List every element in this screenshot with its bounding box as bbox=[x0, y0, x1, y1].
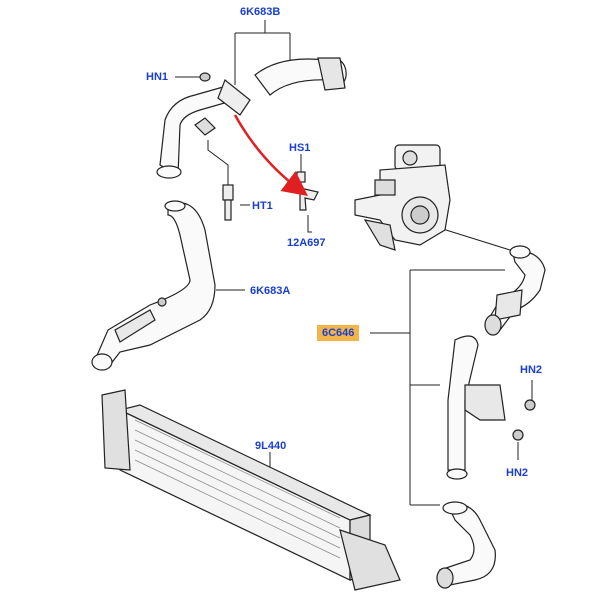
red-curved-arrow bbox=[233, 114, 308, 197]
label-ht1: HT1 bbox=[252, 200, 273, 212]
hose-lower-right bbox=[436, 501, 496, 589]
label-9l440: 9L440 bbox=[255, 440, 287, 452]
label-hn2-lower: HN2 bbox=[506, 467, 529, 479]
turbocharger bbox=[354, 144, 451, 251]
label-hn1: HN1 bbox=[146, 71, 169, 83]
hose-6k683b bbox=[156, 57, 347, 179]
pipe-6c646 bbox=[446, 335, 536, 480]
hose-turbo-outlet bbox=[484, 245, 546, 336]
label-6k683a: 6K683A bbox=[250, 285, 291, 297]
hose-6k683a bbox=[91, 200, 216, 371]
label-6c646: 6C646 bbox=[317, 325, 360, 341]
sensor-12a697 bbox=[296, 171, 319, 211]
label-hs1: HS1 bbox=[289, 142, 311, 154]
sensor-ht1 bbox=[222, 184, 234, 221]
label-6k683b: 6K683B bbox=[240, 6, 281, 18]
label-hn2-upper: HN2 bbox=[520, 364, 543, 376]
intercooler-9l440 bbox=[101, 389, 401, 591]
label-12a697: 12A697 bbox=[287, 237, 326, 249]
